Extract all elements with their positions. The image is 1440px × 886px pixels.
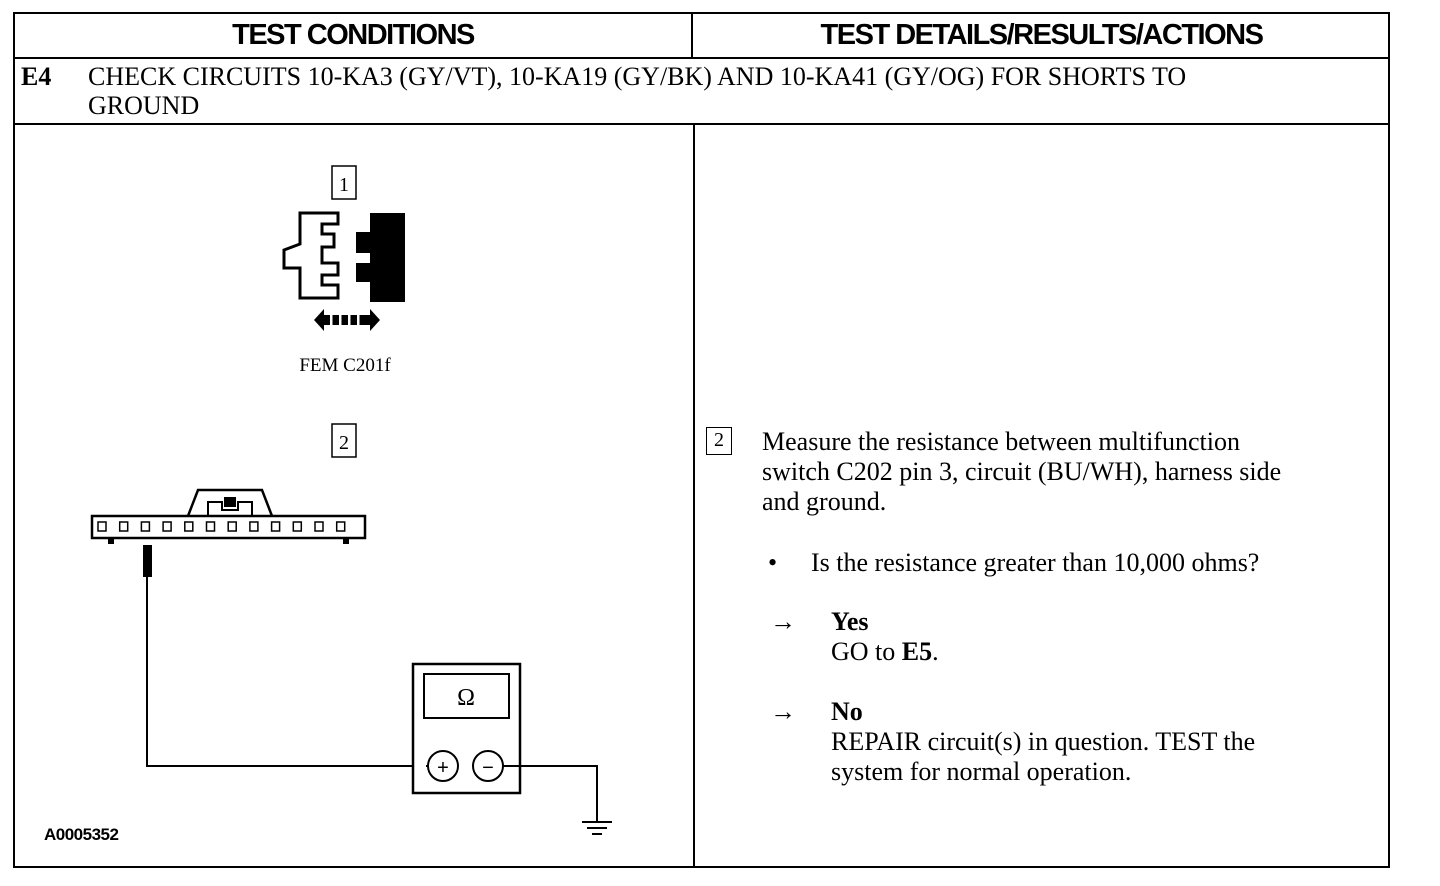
instruction-line-1: Measure the resistance between multifunc… xyxy=(762,427,1240,456)
no-action-line-1: REPAIR circuit(s) in question. TEST the xyxy=(831,727,1256,756)
callout-2-label: 2 xyxy=(339,432,349,454)
connector-label: FEM C201f xyxy=(299,355,391,376)
connector-pin xyxy=(335,521,346,532)
test-probe-icon xyxy=(143,545,152,577)
step-title-line-1: CHECK CIRCUITS 10-KA3 (GY/VT), 10-KA19 (… xyxy=(88,62,1187,91)
instruction-line-3: and ground. xyxy=(762,487,887,516)
step-title: CHECK CIRCUITS 10-KA3 (GY/VT), 10-KA19 (… xyxy=(88,62,1378,120)
connector-pin xyxy=(184,521,194,532)
yes-label: Yes xyxy=(831,607,869,636)
yes-action-suffix: . xyxy=(932,637,939,666)
connector-pin xyxy=(314,521,324,532)
header-test-details: TEST DETAILS/RESULTS/ACTIONS xyxy=(820,19,1264,51)
step-row: E4 CHECK CIRCUITS 10-KA3 (GY/VT), 10-KA1… xyxy=(15,59,1388,125)
no-arrow-icon: → xyxy=(770,697,796,726)
test-procedure-table: TEST CONDITIONS TEST DETAILS/RESULTS/ACT… xyxy=(13,12,1390,868)
column-divider xyxy=(693,125,695,868)
yes-action-target: E5 xyxy=(901,637,933,666)
connector-pin xyxy=(270,521,281,532)
harness-connector-icon xyxy=(90,488,367,544)
instruction-text: Measure the resistance between multifunc… xyxy=(762,427,1281,517)
no-action: REPAIR circuit(s) in question. TEST the … xyxy=(831,727,1255,787)
callout-2-box xyxy=(331,423,357,458)
connector-pins xyxy=(97,521,346,532)
connector-pin xyxy=(118,521,129,532)
instruction-line-2: switch C202 pin 3, circuit (BU/WH), harn… xyxy=(762,457,1282,486)
no-label: No xyxy=(831,697,863,726)
connector-pin xyxy=(227,521,237,532)
connector-pin xyxy=(249,521,259,532)
multimeter-icon: Ω + − xyxy=(411,662,522,795)
yes-action: GO to E5. xyxy=(831,637,939,667)
negative-lead xyxy=(503,765,598,822)
no-action-line-2: system for normal operation. xyxy=(831,757,1132,786)
callout-1-box xyxy=(331,165,357,200)
connector-pin xyxy=(205,521,216,532)
header-test-conditions: TEST CONDITIONS xyxy=(15,14,693,57)
yes-arrow-icon: → xyxy=(770,607,796,636)
double-arrow-icon xyxy=(314,309,380,331)
connector-pin xyxy=(162,521,172,532)
ohm-symbol: Ω xyxy=(457,685,475,711)
positive-lead xyxy=(146,577,426,767)
question-text: Is the resistance greater than 10,000 oh… xyxy=(811,548,1260,577)
details-callout-2: 2 xyxy=(706,427,732,455)
figure-id: A0005352 xyxy=(44,825,119,844)
bullet-icon: • xyxy=(768,548,778,577)
connector-icon xyxy=(282,211,340,300)
step-title-line-2: GROUND xyxy=(88,91,200,120)
connector-pin xyxy=(140,521,151,532)
ground-icon xyxy=(582,821,612,835)
connector-mate-icon xyxy=(356,213,405,302)
positive-jack-label: + xyxy=(437,757,449,779)
negative-jack-label: − xyxy=(482,757,494,779)
table-header: TEST CONDITIONS TEST DETAILS/RESULTS/ACT… xyxy=(15,14,1388,59)
step-id: E4 xyxy=(21,62,52,91)
callout-1-label: 1 xyxy=(339,174,349,196)
connector-pin xyxy=(292,521,303,532)
yes-action-prefix: GO to xyxy=(831,637,902,666)
connector-pin xyxy=(97,521,107,532)
